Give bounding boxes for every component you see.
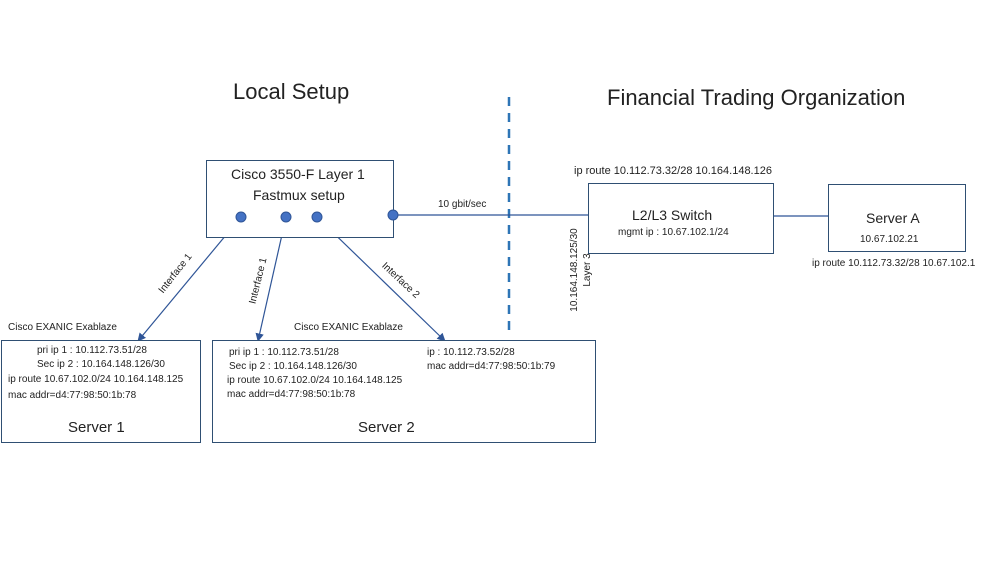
server2-ip-route: ip route 10.67.102.0/24 10.164.148.125 [227,375,403,386]
link-speed-label: 10 gbit/sec [438,199,487,210]
server1-pri-ip: pri ip 1 : 10.112.73.51/28 [37,345,147,356]
server-a-ip-route: ip route 10.112.73.32/28 10.67.102.1 [812,258,976,269]
layer3-label: Layer 3 [582,253,593,287]
server-a-name: Server A [866,210,920,226]
server-2-box [212,340,596,443]
server2-name: Server 2 [358,419,415,436]
layer3-ip-label: 10.164.148.125/30 [569,228,580,312]
server2-mac: mac addr=d4:77:98:50:1b:78 [227,389,356,400]
cisco-subtitle: Fastmux setup [253,187,345,203]
exanic-label-server2: Cisco EXANIC Exablaze [294,322,403,333]
server1-mac: mac addr=d4:77:98:50:1b:78 [8,390,137,401]
server1-name: Server 1 [68,419,125,436]
cisco-fastmux-box [206,160,394,238]
server-1-box [1,340,201,443]
local-setup-heading: Local Setup [233,79,350,104]
switch-mgmt-ip: mgmt ip : 10.67.102.1/24 [618,227,729,238]
switch-box [588,183,774,254]
server1-sec-ip: Sec ip 2 : 10.164.148.126/30 [37,359,165,370]
financial-org-heading: Financial Trading Organization [607,85,906,110]
port-4 [387,209,399,221]
port-3 [311,211,323,223]
server2-mac-right: mac addr=d4:77:98:50:1b:79 [427,361,556,372]
server-a-ip: 10.67.102.21 [860,234,919,245]
exanic-label-server1: Cisco EXANIC Exablaze [8,322,117,333]
switch-name: L2/L3 Switch [632,207,713,223]
server2-ip-right: ip : 10.112.73.52/28 [427,347,515,358]
server2-sec-ip: Sec ip 2 : 10.164.148.126/30 [229,361,357,372]
cisco-title: Cisco 3550-F Layer 1 [231,166,365,182]
server2-pri-ip: pri ip 1 : 10.112.73.51/28 [229,347,339,358]
port-1 [235,211,247,223]
port-2 [280,211,292,223]
switch-ip-route: ip route 10.112.73.32/28 10.164.148.126 [574,165,772,177]
server-a-box [828,184,966,252]
server1-ip-route: ip route 10.67.102.0/24 10.164.148.125 [8,374,184,385]
